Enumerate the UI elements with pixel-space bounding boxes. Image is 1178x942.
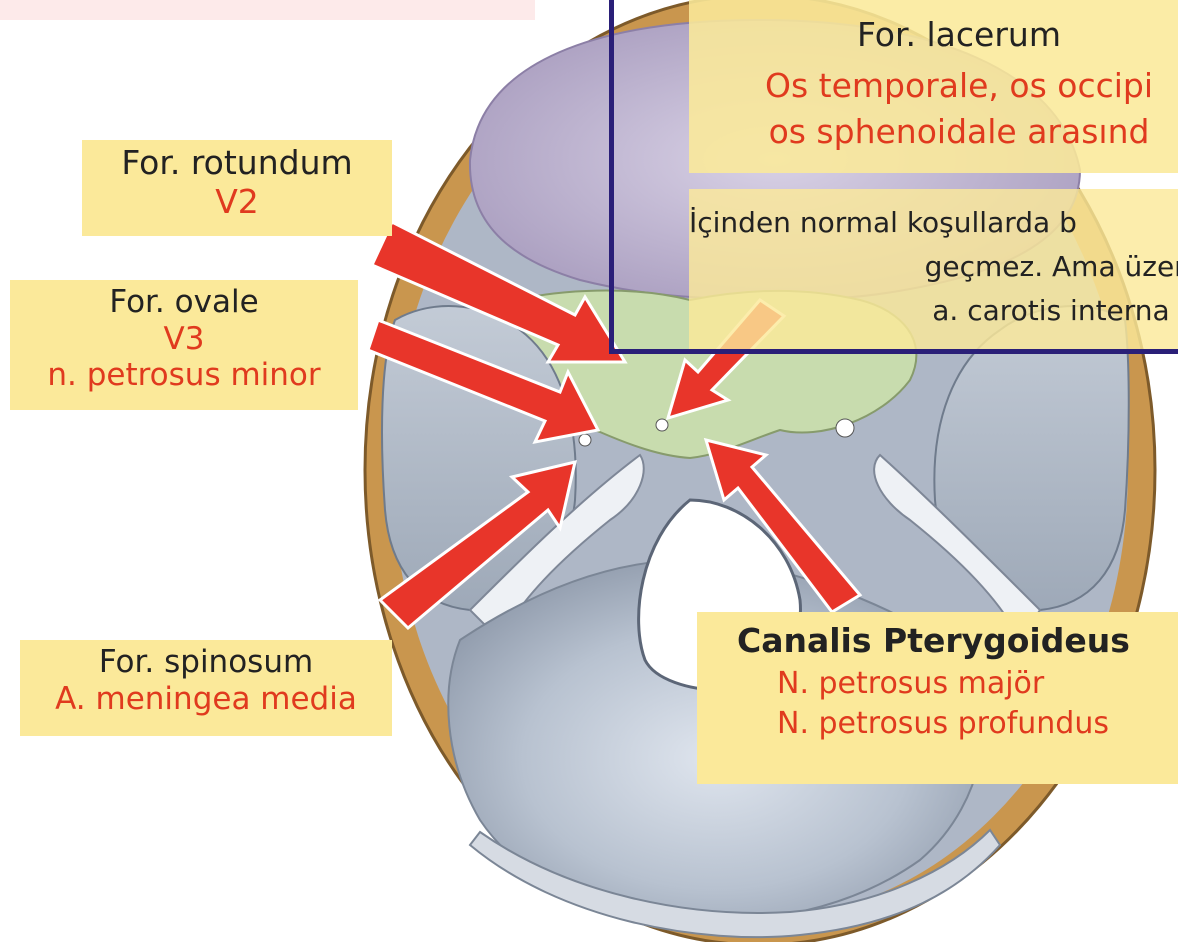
pterygoideus-title: Canalis Pterygoideus <box>697 622 1178 661</box>
lacerum-note2: geçmez. Ama üzerind <box>689 245 1178 289</box>
lacerum-line2: os sphenoidale arasınd <box>689 109 1178 155</box>
ovale-line1: V3 <box>10 321 358 358</box>
lacerum-label: For. lacerum Os temporale, os occipi os … <box>689 0 1178 173</box>
foramen-lacerum-dot <box>656 419 668 431</box>
rotundum-line1: V2 <box>82 183 392 222</box>
pterygoideus-line2: N. petrosus profundus <box>697 706 1178 741</box>
spinosum-line1: A. meningea media <box>20 681 392 718</box>
lacerum-title: For. lacerum <box>689 7 1178 63</box>
ovale-label: For. ovale V3 n. petrosus minor <box>10 280 358 410</box>
foramen-ovale-dot <box>579 434 591 446</box>
foramen-right-dot <box>836 419 854 437</box>
ovale-line2: n. petrosus minor <box>10 357 358 394</box>
lacerum-inset-box: For. lacerum Os temporale, os occipi os … <box>609 0 1178 354</box>
spinosum-label: For. spinosum A. meningea media <box>20 640 392 736</box>
rotundum-label: For. rotundum V2 <box>82 140 392 236</box>
pterygoideus-label: Canalis Pterygoideus N. petrosus majör N… <box>697 612 1178 784</box>
lacerum-note3: a. carotis interna geç <box>689 289 1178 333</box>
lacerum-note1: İçinden normal koşullarda b <box>689 201 1178 245</box>
rotundum-title: For. rotundum <box>82 144 392 183</box>
ovale-title: For. ovale <box>10 284 358 321</box>
pterygoideus-line1: N. petrosus majör <box>697 661 1178 706</box>
lacerum-line1: Os temporale, os occipi <box>689 63 1178 109</box>
lacerum-note: İçinden normal koşullarda b geçmez. Ama … <box>689 189 1178 349</box>
spinosum-title: For. spinosum <box>20 644 392 681</box>
